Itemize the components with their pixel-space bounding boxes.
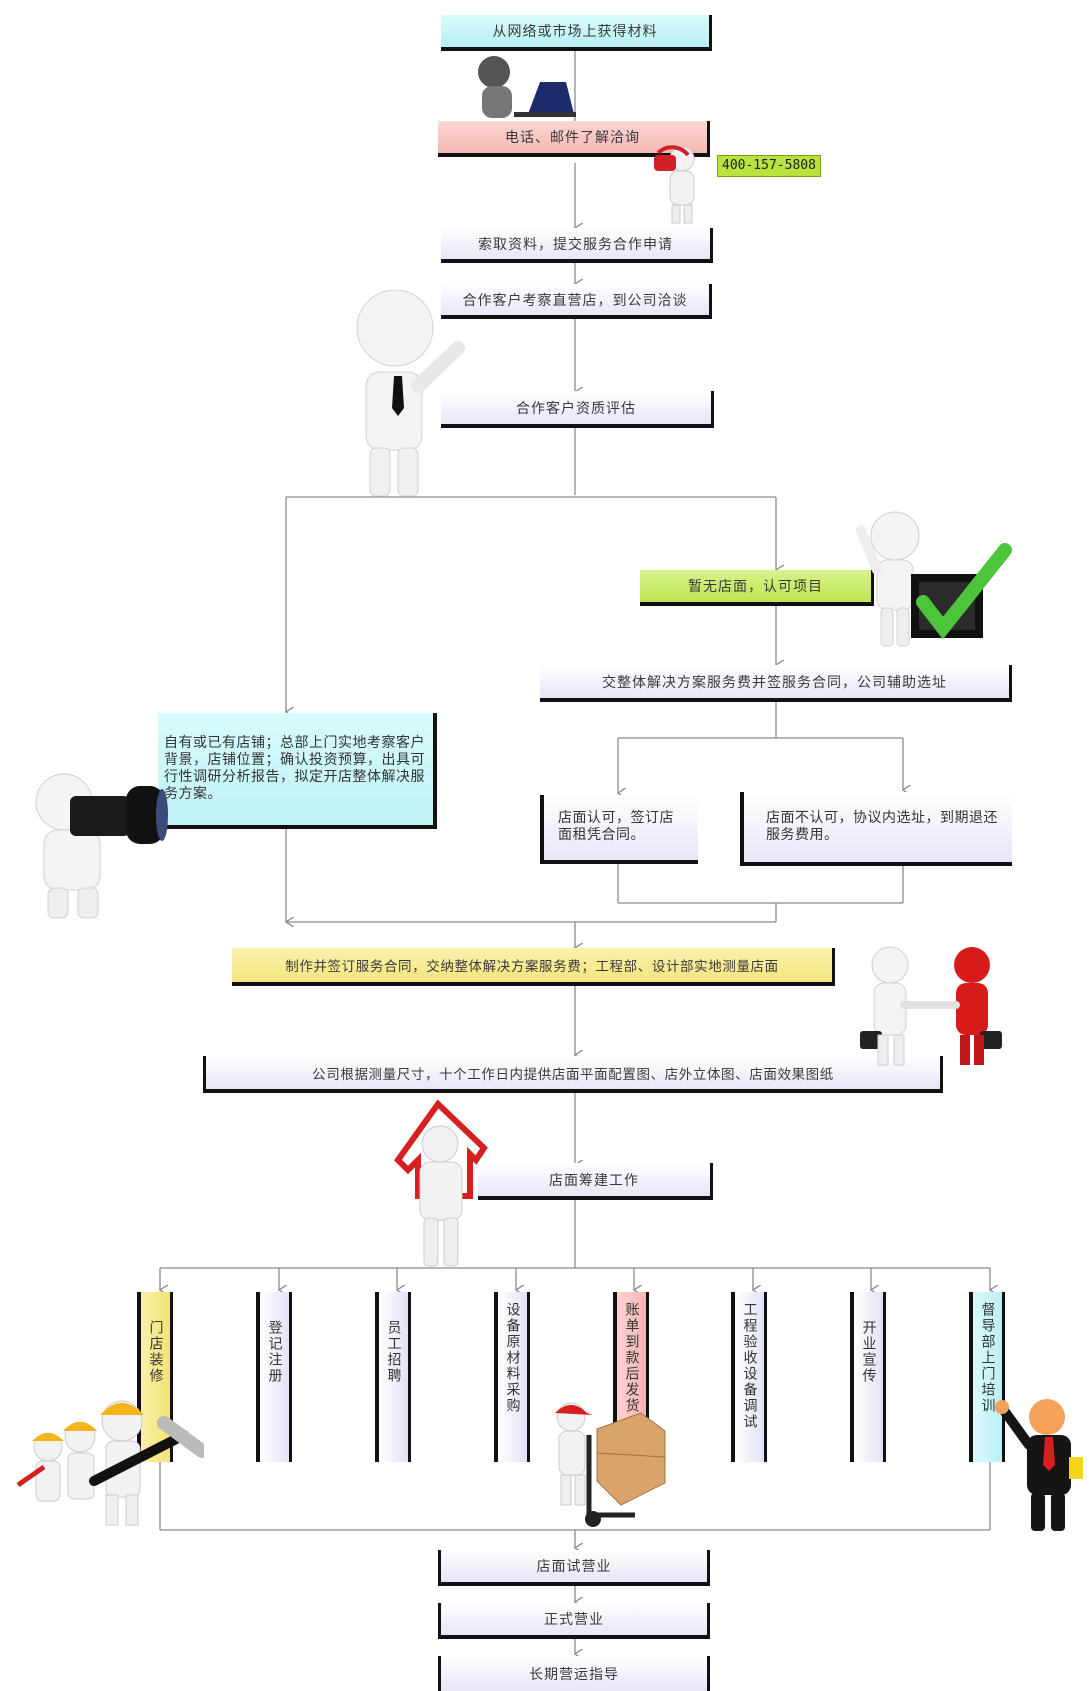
branch-label: 工程验收设备调试 — [741, 1302, 758, 1430]
step-submit-application: 索取资料，提交服务合作申请 — [441, 228, 713, 263]
step-label: 合作客户考察直营店，到公司洽谈 — [462, 292, 688, 309]
branch-recruitment: 员工招聘 — [375, 1292, 411, 1462]
step-label: 公司根据测量尺寸，十个工作日内提供店面平面配置图、店外立体图、店面效果图纸 — [312, 1066, 834, 1083]
step-label: 从网络或市场上获得材料 — [492, 24, 658, 40]
step-store-preparation: 店面筹建工作 — [478, 1163, 713, 1200]
branch-label: 登记注册 — [266, 1320, 283, 1384]
branch-label: 门店装修 — [147, 1320, 164, 1384]
step-get-materials: 从网络或市场上获得材料 — [441, 15, 712, 51]
step-own-store: 自有或已有店铺；总部上门实地考察客户背景，店铺位置；确认投资预算，出具可行性调研… — [158, 713, 437, 829]
figure-laptop-user — [478, 56, 576, 118]
branch-inspection: 工程验收设备调试 — [731, 1292, 767, 1462]
step-formal-operation: 正式营业 — [438, 1603, 710, 1639]
figure-trainer — [995, 1399, 1083, 1531]
branch-label: 员工招聘 — [385, 1320, 402, 1384]
figure-waving-person-checkmark — [856, 511, 1012, 647]
figure-phone-person — [654, 145, 695, 224]
step-label: 店面筹建工作 — [549, 1172, 639, 1189]
step-label: 索取资料，提交服务合作申请 — [478, 236, 673, 253]
branch-label: 开业宣传 — [860, 1320, 877, 1384]
figure-handshake — [860, 946, 1002, 1066]
step-long-term-guidance: 长期营运指导 — [438, 1656, 710, 1691]
step-text: 店面认可，签订店面租凭合同。 — [558, 810, 674, 843]
branch-label: 设备原材料采购 — [504, 1302, 521, 1414]
figure-construction-workers — [16, 1400, 204, 1526]
step-label: 正式营业 — [544, 1612, 604, 1628]
step-label: 店面试营业 — [536, 1559, 612, 1575]
branch-label: 督导部上门培训 — [979, 1302, 996, 1414]
step-label: 电话、邮件了解洽询 — [505, 130, 640, 146]
step-no-store: 暂无店面，认可项目 — [640, 570, 874, 606]
branch-store-decoration: 门店装修 — [137, 1292, 173, 1462]
branch-label: 账单到款后发货 — [623, 1302, 640, 1414]
branch-promotion: 开业宣传 — [850, 1292, 886, 1462]
step-label: 暂无店面，认可项目 — [688, 579, 823, 595]
step-visit-store: 合作客户考察直营店，到公司洽谈 — [441, 284, 712, 319]
step-evaluation: 合作客户资质评估 — [441, 391, 714, 428]
step-trial-operation: 店面试营业 — [438, 1550, 710, 1586]
figure-photographer — [35, 773, 168, 919]
step-text: 自有或已有店铺；总部上门实地考察客户背景，店铺位置；确认投资预算，出具可行性调研… — [164, 735, 425, 802]
figure-delivery-person — [555, 1402, 666, 1527]
branch-training: 督导部上门培训 — [969, 1292, 1005, 1462]
step-sign-contract-measure: 制作并签订服务合同，交纳整体解决方案服务费；工程部、设计部实地测量店面 — [232, 948, 835, 986]
step-label: 制作并签订服务合同，交纳整体解决方案服务费；工程部、设计部实地测量店面 — [285, 959, 779, 975]
step-label: 长期营运指导 — [529, 1666, 619, 1683]
step-text: 店面不认可，协议内选址，到期退还服务费用。 — [766, 810, 998, 843]
figure-presenter — [356, 290, 465, 497]
step-pay-fee-site-selection: 交整体解决方案服务费并签服务合同，公司辅助选址 — [540, 665, 1012, 702]
step-store-rejected: 店面不认可，协议内选址，到期退还服务费用。 — [740, 792, 1012, 866]
step-provide-drawings: 公司根据测量尺寸，十个工作日内提供店面平面配置图、店外立体图、店面效果图纸 — [203, 1056, 943, 1093]
branch-procurement: 设备原材料采购 — [494, 1292, 530, 1462]
step-label: 合作客户资质评估 — [516, 400, 636, 417]
figure-house-person — [394, 1100, 488, 1267]
branch-registration: 登记注册 — [256, 1292, 292, 1462]
step-phone-email: 电话、邮件了解洽询 — [438, 121, 710, 157]
hotline-number: 400-157-5808 — [717, 155, 821, 177]
step-store-approved: 店面认可，签订店面租凭合同。 — [540, 795, 698, 864]
step-label: 交整体解决方案服务费并签服务合同，公司辅助选址 — [602, 674, 947, 691]
